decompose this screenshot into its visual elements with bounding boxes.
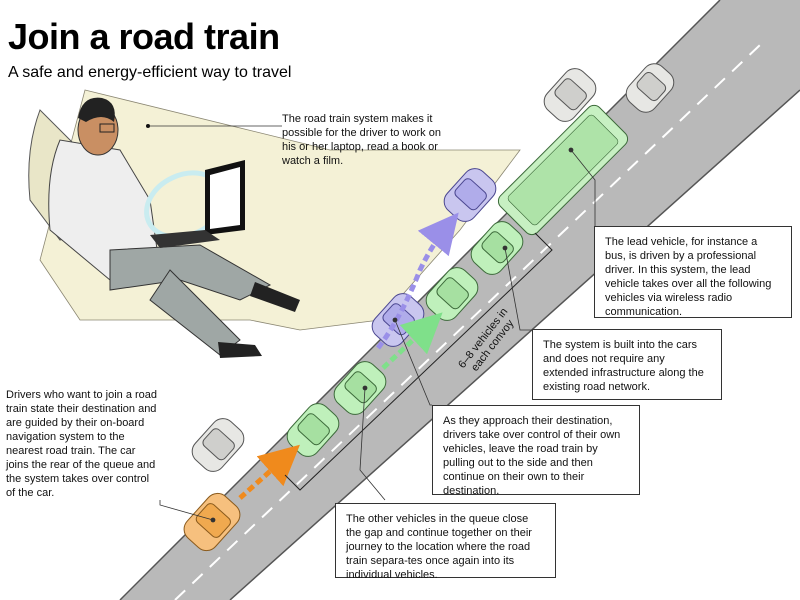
convoy-bracket [284, 232, 553, 491]
page-title: Join a road train [8, 16, 280, 57]
other-car [543, 68, 597, 122]
convoy-car [425, 267, 479, 321]
callout-approach-destination: As they approach their destination, driv… [432, 405, 640, 497]
callout-join: Drivers who want to join a road train st… [6, 389, 158, 499]
callout-built-in: The system is built into the cars and do… [532, 329, 722, 400]
join-arrow [238, 444, 300, 500]
leader-lines [159, 147, 596, 523]
convoy-car [470, 221, 524, 275]
callout-close-gap: The other vehicles in the queue close th… [335, 503, 556, 581]
driver-illustration [28, 97, 300, 358]
page-subtitle: A safe and energy-efficient way to trave… [8, 64, 292, 81]
convoy-car [333, 361, 387, 415]
callout-driver-work: The road train system makes it possible … [282, 113, 441, 167]
other-car [625, 63, 675, 113]
callout-lead-vehicle: The lead vehicle, for instance a bus, is… [594, 226, 792, 318]
other-car [191, 418, 245, 472]
leave-arrow [376, 212, 459, 350]
other-cars [191, 63, 675, 472]
convoy-cars [286, 221, 524, 457]
convoy-car [286, 403, 340, 457]
lead-bus [497, 104, 629, 236]
